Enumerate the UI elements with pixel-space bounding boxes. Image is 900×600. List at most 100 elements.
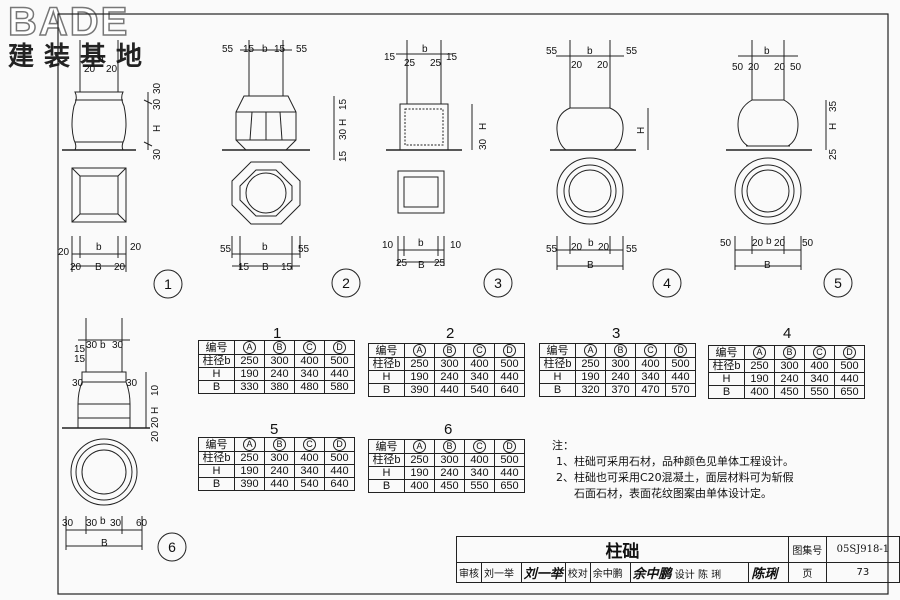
table-row-label: 柱径b: [198, 451, 235, 465]
table-cell: 190: [234, 464, 265, 478]
table-title: 2: [446, 325, 455, 342]
drawing-1: [62, 40, 183, 299]
dim-6-side-2: 30: [72, 378, 84, 389]
dim-2-h0: 15: [338, 98, 349, 110]
table-row-label: H: [368, 370, 405, 384]
dim-2-bl-0: 15: [238, 262, 250, 273]
table-header-code: C: [294, 340, 325, 355]
circled-code: C: [303, 438, 316, 451]
table-header-code: A: [404, 343, 435, 358]
table-title: 4: [783, 325, 792, 342]
dim-6-h3: 20: [150, 430, 161, 442]
dim-4-bt-2: b: [588, 238, 594, 249]
table-row-label: H: [708, 372, 745, 386]
table-cell: 190: [744, 372, 775, 386]
table-header-code: B: [605, 343, 636, 358]
dim-1-bt-left: 20: [58, 247, 70, 258]
round-base: [556, 107, 624, 151]
design-cell: 余中鹏 设计 陈 琍: [629, 562, 750, 583]
table-cell: 500: [324, 354, 355, 368]
table-header-code: C: [635, 343, 666, 358]
table-cell: 440: [665, 370, 696, 384]
table-header-label: 编号: [368, 439, 405, 454]
table-cell: 540: [294, 477, 325, 491]
table-row-label: B: [708, 385, 745, 399]
note-1: 1、柱础可采用石材，品种颜色见单体工程设计。: [556, 455, 794, 468]
dim-3-top-3: 25: [430, 58, 442, 69]
table-row-label: B: [539, 383, 576, 397]
table-cell: 440: [324, 367, 355, 381]
table-header-code: A: [744, 345, 775, 360]
dim-2-top-3: 15: [274, 44, 286, 55]
circled-code: C: [473, 344, 486, 357]
table-cell: 300: [605, 357, 636, 371]
dim-1-bl-B: B: [95, 262, 102, 273]
dim-5-top-3: 20: [774, 62, 786, 73]
dim-5-h1: H: [828, 123, 839, 130]
table-header-code: D: [834, 345, 865, 360]
circled-code: B: [273, 438, 286, 451]
table-cell: 250: [234, 354, 265, 368]
table-row-label: B: [368, 383, 405, 397]
table-cell: 400: [464, 357, 495, 371]
dim-5-bt-4: 50: [802, 238, 814, 249]
table-header-code: D: [494, 439, 525, 454]
table-cell: 440: [494, 466, 525, 480]
logo: BADE 建装基地: [7, 0, 158, 76]
table-cell: 500: [494, 453, 525, 467]
table-cell: 450: [774, 385, 805, 399]
detail-number-3: 3: [494, 275, 502, 291]
table-row-label: H: [368, 466, 405, 480]
circled-code: D: [843, 346, 856, 359]
dim-4-top-0: 55: [546, 46, 558, 57]
circled-code: A: [243, 341, 256, 354]
dim-6-bl-0: B: [101, 538, 108, 549]
dim-6-bt-0: 30: [62, 518, 74, 529]
circled-code: A: [413, 344, 426, 357]
table-row-label: 柱径b: [198, 354, 235, 368]
dim-3-top-2: b: [422, 44, 428, 55]
table-cell: 300: [264, 354, 295, 368]
table-header-code: B: [774, 345, 805, 360]
table-cell: 470: [635, 383, 666, 397]
table-cell: 340: [635, 370, 666, 384]
review-label: 审核: [456, 562, 482, 583]
dim-6-bt-2: b: [100, 516, 106, 527]
detail-number-4: 4: [663, 275, 671, 291]
atlas-label: 图集号: [787, 536, 827, 563]
dim-6-bt-1: 30: [86, 518, 98, 529]
table-cell: 340: [294, 367, 325, 381]
table-cell: 640: [324, 477, 355, 491]
table-cell: 250: [404, 453, 435, 467]
dim-2-bt-2: 55: [298, 244, 310, 255]
note-3: 石面石材，表面花纹图案由单体设计定。: [574, 487, 772, 500]
drawing-4: [550, 40, 682, 298]
table-header-code: C: [464, 439, 495, 454]
drawing-3: [386, 40, 513, 298]
checker-signature: 余中鹏: [632, 567, 672, 582]
detail-number-2: 2: [342, 275, 350, 291]
drawing-2: [222, 40, 361, 298]
table-cell: 240: [264, 367, 295, 381]
circled-code: D: [674, 344, 687, 357]
octagon-plan: [231, 161, 301, 225]
table-cell: 380: [264, 380, 295, 394]
table-title: 5: [270, 421, 279, 438]
dim-6-bt-4: 60: [136, 518, 148, 529]
square-base: [399, 103, 449, 151]
dim-2-h1: 30: [338, 128, 349, 140]
drawing-5: [726, 40, 853, 298]
logo-brand: BADE: [7, 0, 130, 44]
table-cell: 340: [294, 464, 325, 478]
drawing-6: [62, 318, 187, 562]
